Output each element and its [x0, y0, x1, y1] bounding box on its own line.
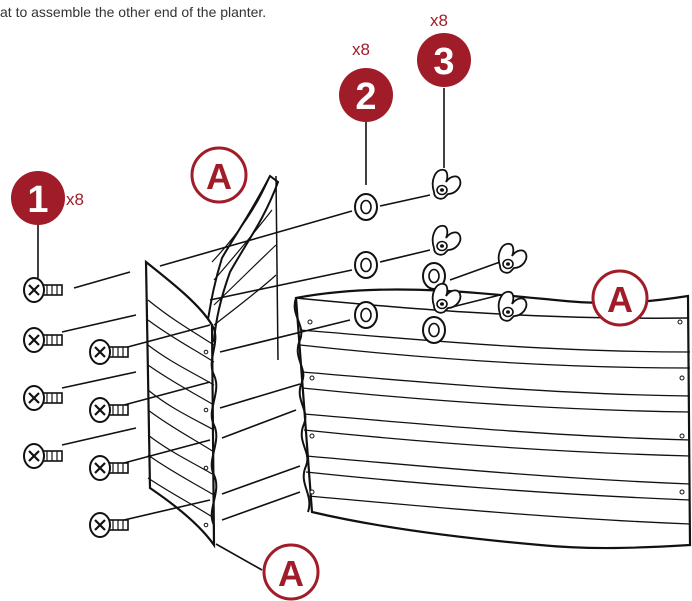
part-2-number: 2 — [355, 76, 376, 118]
panel-a-text: A — [278, 553, 304, 594]
part-1-number: 1 — [27, 179, 48, 221]
left-back-panel — [204, 174, 280, 361]
part-2-badge: 2 — [339, 68, 393, 122]
part-1-badge: 1 — [11, 171, 65, 225]
screw-icon — [22, 276, 130, 539]
right-large-panel — [293, 288, 692, 550]
panel-a-label-right: A — [591, 269, 649, 327]
instruction-caption: at to assemble the other end of the plan… — [0, 4, 267, 20]
panel-a-text: A — [206, 156, 232, 197]
panel-a-label-top: A — [190, 146, 248, 204]
part-2-quantity: x8 — [352, 40, 370, 59]
panel-a-label-bottom: A — [262, 543, 320, 601]
assembly-lines — [37, 88, 501, 571]
left-front-panel — [144, 259, 218, 549]
part-1-quantity: x8 — [66, 190, 84, 209]
part-3-quantity: x8 — [430, 11, 448, 30]
part-3-badge: 3 — [417, 33, 471, 87]
part-3-number: 3 — [433, 41, 454, 83]
panel-a-text: A — [607, 279, 633, 320]
